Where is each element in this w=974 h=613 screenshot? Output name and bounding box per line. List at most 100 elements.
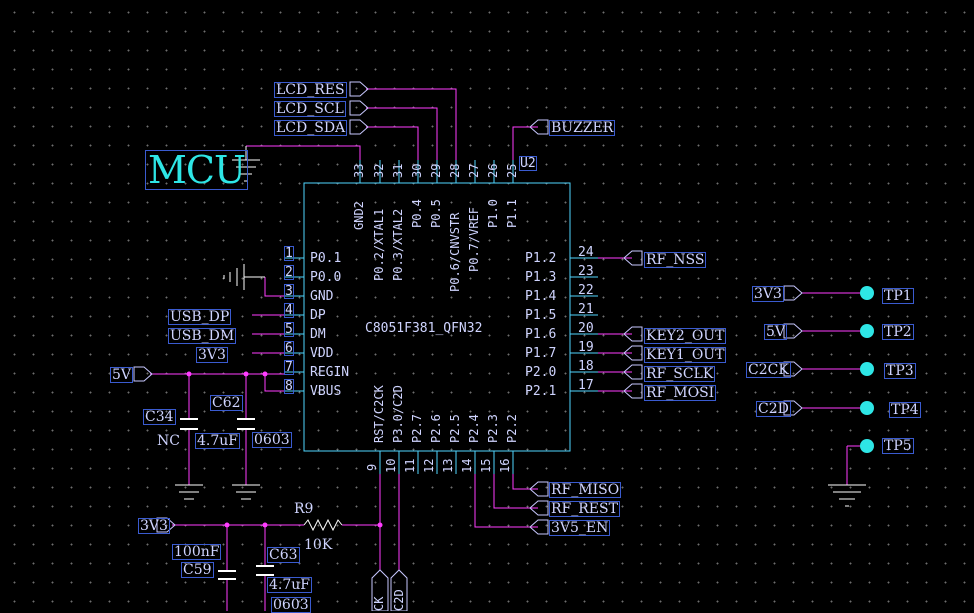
pin-name: P3.0/C2D xyxy=(391,385,405,443)
pin-number: 9 xyxy=(365,463,379,471)
pin-name: P2.6 xyxy=(429,414,443,443)
pin-name: RST/C2CK xyxy=(372,385,386,443)
junction-dots xyxy=(186,371,383,528)
pin-name: P1.7 xyxy=(525,346,557,361)
pin-name: P1.4 xyxy=(525,289,557,304)
chip-part: C8051F381_QFN32 xyxy=(365,321,483,336)
c59-ref[interactable]: C59 xyxy=(181,562,214,578)
net-label-rf-nss[interactable]: RF_NSS xyxy=(644,252,707,268)
net-label-rf-miso[interactable]: RF_MISO xyxy=(549,482,622,498)
pin-number: 33 xyxy=(352,163,366,178)
pin-name: REGIN xyxy=(310,365,350,380)
pin-number: 13 xyxy=(441,458,455,473)
resistor-r9[interactable] xyxy=(303,518,343,532)
sheet-title: MCU xyxy=(145,150,249,190)
pin-number: 6 xyxy=(284,341,294,356)
pin-number: 29 xyxy=(429,163,443,178)
c63-ref[interactable]: C63 xyxy=(267,547,300,563)
net-label-3v3-rail[interactable]: 3V3 xyxy=(138,518,170,534)
pin-number: 10 xyxy=(384,458,398,473)
capacitor-plates xyxy=(180,418,274,580)
pin-number: 28 xyxy=(448,163,462,178)
pin-number: 2 xyxy=(284,265,294,280)
tp2-net[interactable]: 5V xyxy=(764,324,788,340)
net-label-lcd-res[interactable]: LCD_RES xyxy=(274,82,347,98)
tp4-net[interactable]: C2D xyxy=(756,401,791,417)
pin-number: 25 xyxy=(505,163,519,178)
pin-name: P1.3 xyxy=(525,270,557,285)
net-flags xyxy=(133,81,803,611)
pin-name: P1.2 xyxy=(525,251,557,266)
pin-number: 30 xyxy=(410,163,424,178)
pin-name: GND xyxy=(310,289,334,304)
net-label-usb-dm[interactable]: USB_DM xyxy=(168,328,237,344)
net-label-lcd-scl[interactable]: LCD_SCL xyxy=(274,101,346,117)
tp1-net[interactable]: 3V3 xyxy=(752,286,784,302)
net-label-lcd-sda[interactable]: LCD_SDA xyxy=(274,120,348,136)
net-label-c2ck-bottom[interactable]: CK xyxy=(372,596,386,611)
pin-number: 20 xyxy=(578,321,594,336)
pin-name: DP xyxy=(310,308,326,323)
tp4-ref[interactable]: TP4 xyxy=(889,402,921,418)
chip-ref: U2 xyxy=(519,156,537,171)
wires xyxy=(150,88,866,611)
c62-value: 4.7uF xyxy=(195,433,240,449)
net-label-5v[interactable]: 5V xyxy=(110,367,134,383)
pin-name: P2.3 xyxy=(486,414,500,443)
pin-name: P2.7 xyxy=(410,414,424,443)
pin-name: P0.6/CNVSTR xyxy=(448,212,462,292)
pin-number: 12 xyxy=(422,458,436,473)
pin-number: 16 xyxy=(498,458,512,473)
c34-ref[interactable]: C34 xyxy=(143,409,176,425)
tp5-ref[interactable]: TP5 xyxy=(882,438,914,454)
pin-name: P0.3/XTAL2 xyxy=(391,208,405,281)
pin-number: 21 xyxy=(578,302,594,317)
net-label-usb-dp[interactable]: USB_DP xyxy=(168,309,232,325)
pin-number: 19 xyxy=(578,340,594,355)
tp3-ref[interactable]: TP3 xyxy=(884,363,916,379)
net-label-3v5-en[interactable]: 3V5_EN xyxy=(549,520,611,536)
net-label-key1-out[interactable]: KEY1_OUT xyxy=(644,347,727,363)
pin-name: P2.0 xyxy=(525,365,557,380)
right-pin-stubs xyxy=(570,257,598,392)
pin-number: 18 xyxy=(578,359,594,374)
pin-number: 27 xyxy=(467,163,481,178)
tp1-ref[interactable]: TP1 xyxy=(882,288,914,304)
pin-number: 15 xyxy=(479,458,493,473)
pin-number: 14 xyxy=(460,458,474,473)
pin-number: 17 xyxy=(578,378,594,393)
net-label-rf-rest[interactable]: RF_REST xyxy=(549,501,620,517)
c62-ref[interactable]: C62 xyxy=(210,395,243,411)
c34-value: NC xyxy=(157,433,180,449)
net-label-buzzer[interactable]: BUZZER xyxy=(549,120,616,136)
pin-number: 1 xyxy=(284,246,294,261)
pin-name: VDD xyxy=(310,346,334,361)
pin-name: P0.7/VREF xyxy=(467,206,481,272)
c59-value: 100nF xyxy=(172,544,222,560)
pin-number: 4 xyxy=(284,303,294,318)
pin-name: P0.1 xyxy=(310,251,342,266)
top-pin-stubs xyxy=(359,160,514,183)
test-point-dots[interactable] xyxy=(860,286,874,453)
pin-name: P2.4 xyxy=(467,414,481,443)
tp2-ref[interactable]: TP2 xyxy=(882,324,914,340)
pin-name: GND2 xyxy=(352,201,366,230)
pin-number: 5 xyxy=(284,322,294,337)
r9-value: 10K xyxy=(304,537,333,553)
r9-ref[interactable]: R9 xyxy=(294,501,314,517)
tp3-net[interactable]: C2CK xyxy=(746,362,791,378)
pin-name: P1.5 xyxy=(525,308,557,323)
pin-name: P2.5 xyxy=(448,414,462,443)
c62-package: 0603 xyxy=(252,432,292,448)
net-label-c2d-bottom[interactable]: C2D xyxy=(392,589,406,611)
net-label-key2-out[interactable]: KEY2_OUT xyxy=(644,328,727,344)
bottom-pin-stubs xyxy=(379,451,514,474)
net-label-3v3-vdd[interactable]: 3V3 xyxy=(196,347,228,363)
net-label-rf-sclk[interactable]: RF_SCLK xyxy=(644,366,716,382)
pin-number: 7 xyxy=(284,360,294,375)
pin-number: 23 xyxy=(578,264,594,279)
net-label-rf-mosi[interactable]: RF_MOSI xyxy=(644,385,717,401)
pin-name: P0.2/XTAL1 xyxy=(372,208,386,281)
